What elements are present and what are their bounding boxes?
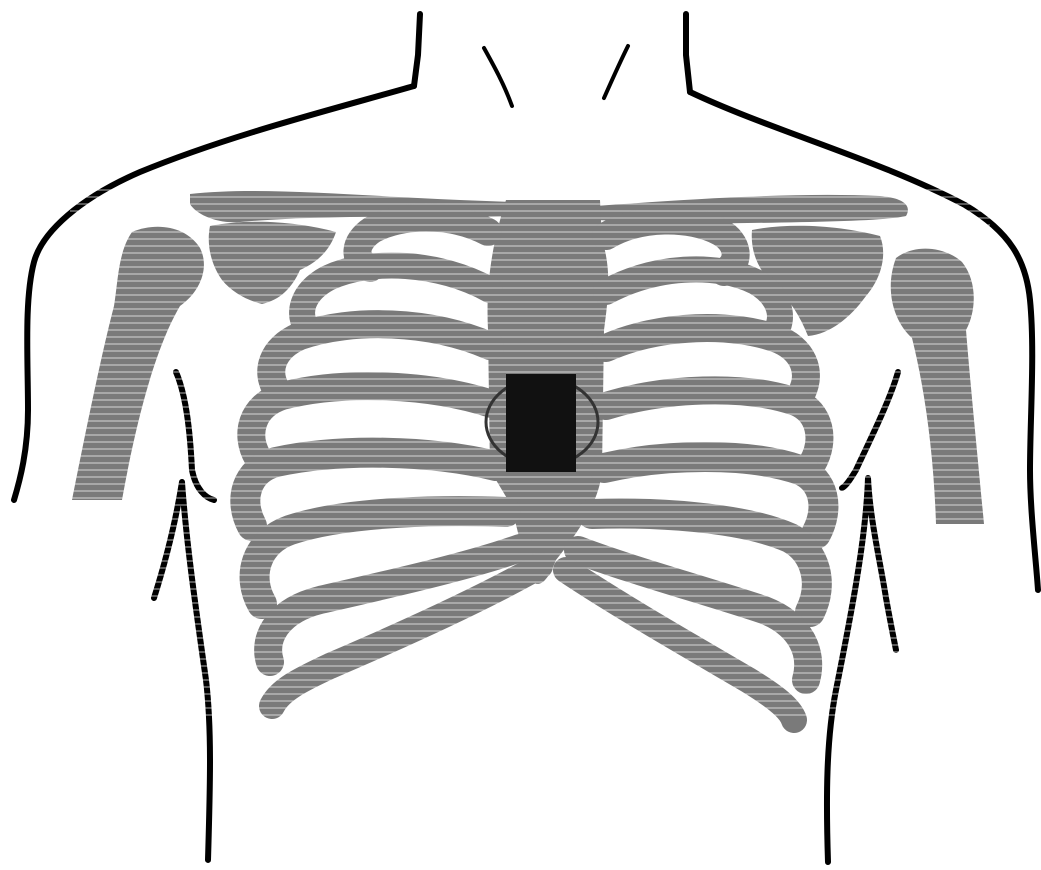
- neck-right-line: [686, 14, 690, 92]
- device-pad: [506, 374, 576, 472]
- left-flank-line: [154, 482, 210, 860]
- left-neck-muscle-line: [484, 48, 512, 106]
- right-flank-line: [827, 478, 896, 862]
- left-humerus: [72, 227, 204, 500]
- neck-left-line: [414, 14, 420, 86]
- right-neck-muscle-line: [604, 46, 628, 98]
- left-shoulder-line: [14, 86, 414, 500]
